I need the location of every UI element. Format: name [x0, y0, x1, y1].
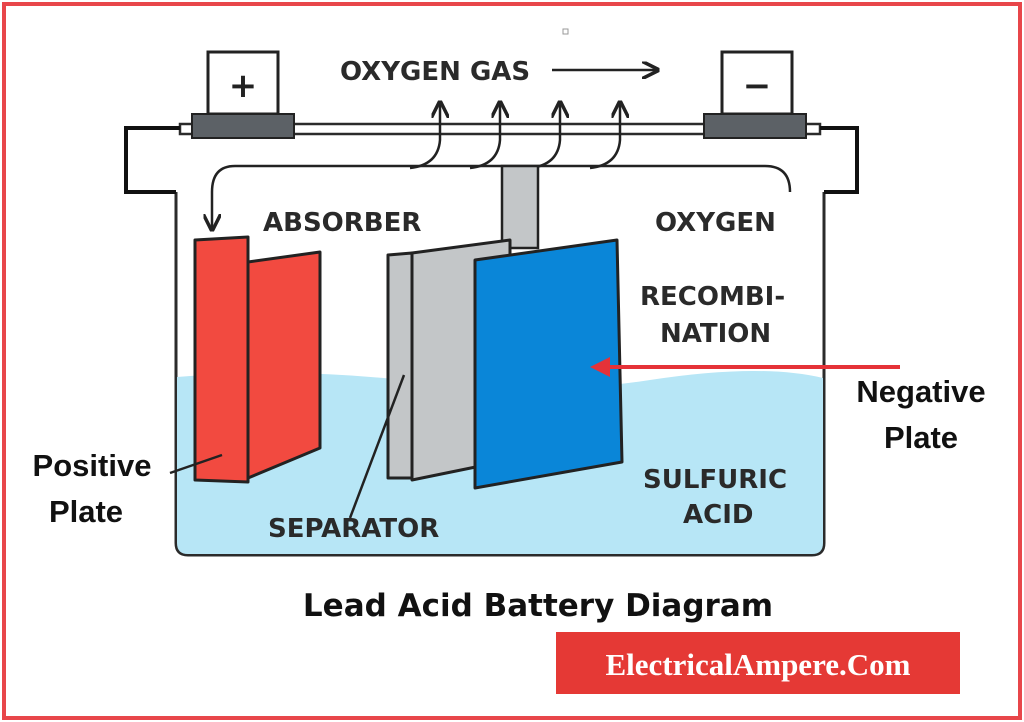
positive-plate-annotation-line2: Plate	[49, 494, 123, 529]
separator-leader-line	[348, 374, 406, 519]
sulfuric-acid-label-line1: SULFURIC	[643, 465, 787, 495]
external-wire-left	[124, 126, 180, 194]
plus-icon: +	[229, 66, 258, 106]
negative-plate-annotation-line2: Plate	[884, 420, 958, 455]
recombination-label-line1: RECOMBI-	[640, 282, 785, 312]
brand-text: ElectricalAmpere.Com	[605, 647, 910, 682]
negative-plate-post	[500, 164, 540, 250]
positive-plate-leader-line	[169, 453, 223, 475]
brand-banner	[556, 632, 960, 694]
positive-plate	[193, 235, 322, 484]
negative-terminal: −	[703, 50, 807, 139]
recombination-label-line2: NATION	[660, 319, 771, 349]
negative-plate-annotation-line1: Negative	[856, 374, 985, 409]
positive-terminal: +	[191, 50, 295, 139]
separator-label: SEPARATOR	[268, 514, 439, 544]
positive-plate-annotation-line1: Positive	[33, 448, 152, 483]
up-arrow-icon	[409, 104, 620, 170]
oxygen-label: OXYGEN	[655, 208, 776, 238]
sulfuric-acid-label-line2: ACID	[683, 500, 753, 530]
stray-mark	[562, 28, 569, 35]
minus-icon: −	[743, 66, 772, 106]
diagram-title: Lead Acid Battery Diagram	[303, 588, 773, 624]
oxygen-return-loop	[212, 164, 792, 228]
external-wire-right	[820, 126, 859, 194]
negative-plate	[473, 238, 624, 490]
oxygen-gas-label: OXYGEN GAS	[340, 57, 530, 87]
absorber-label: ABSORBER	[263, 208, 421, 238]
